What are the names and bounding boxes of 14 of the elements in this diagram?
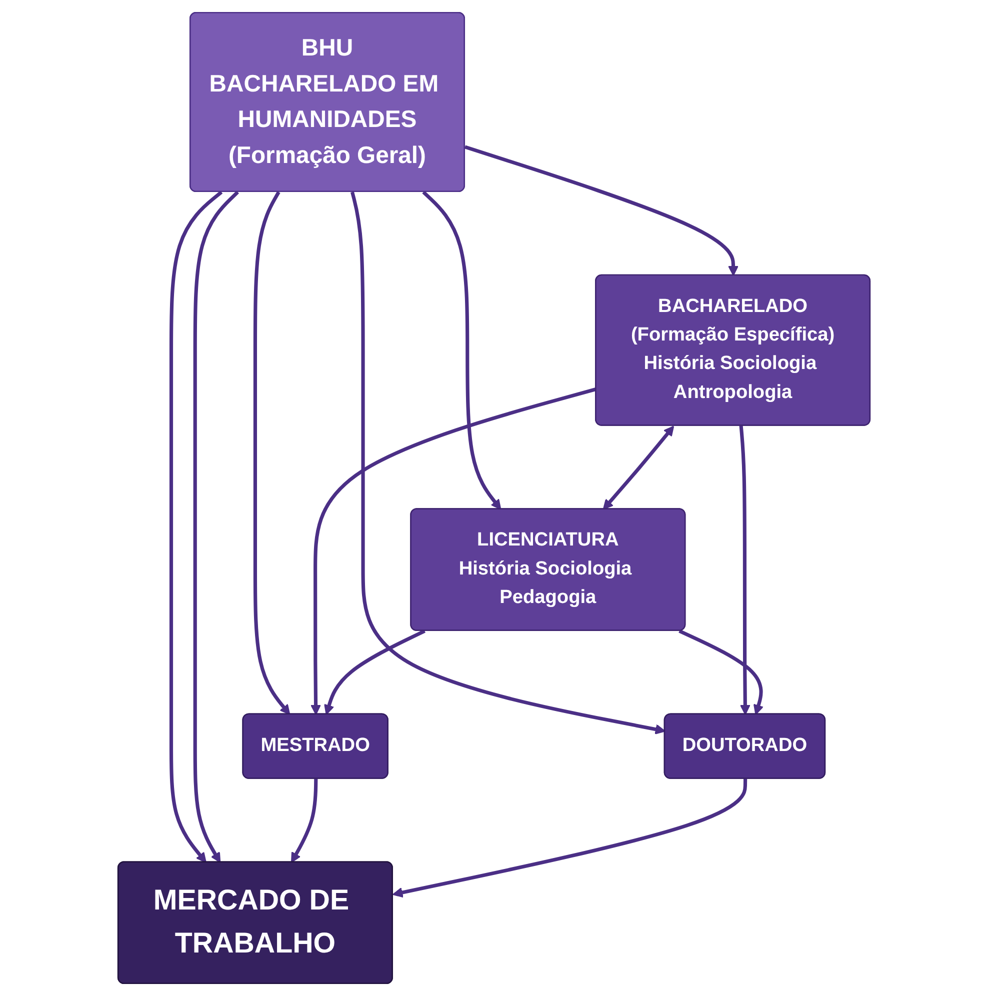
arrow <box>253 191 290 715</box>
arrow <box>464 145 738 276</box>
arrow <box>350 192 666 734</box>
arrow <box>422 190 502 510</box>
arrow <box>602 426 674 510</box>
arrow <box>392 778 748 898</box>
flowchart: BHU BACHARELADO EM HUMANIDADES (Formação Geral) BACHARELADO (Formação Específica) História Sociologia Antropologia LICENCIATURA História Sociologia Pedagogia MESTRADO DOUTORADO MERCADO DE TRABALHO <box>4 3 984 993</box>
arrow <box>324 629 426 715</box>
arrow <box>290 778 318 863</box>
arrow <box>678 629 764 715</box>
arrow <box>739 426 750 715</box>
arrow <box>310 387 597 715</box>
arrow <box>169 190 223 863</box>
arrow <box>193 190 239 863</box>
